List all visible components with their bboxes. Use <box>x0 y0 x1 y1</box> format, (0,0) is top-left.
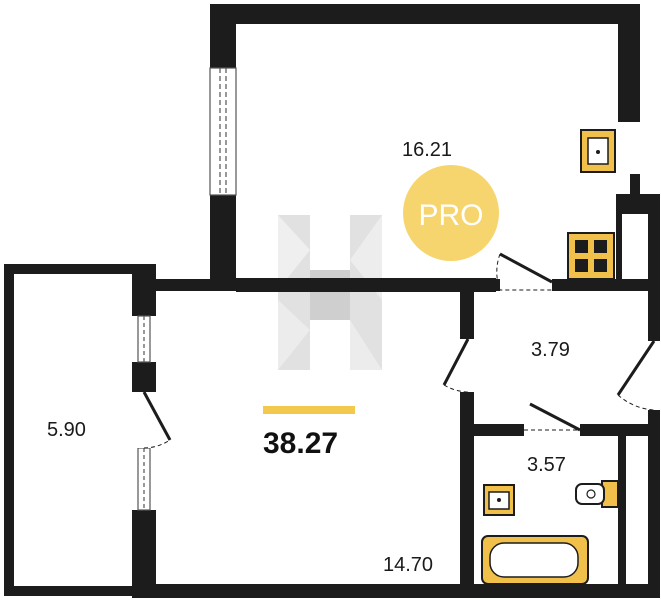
total-area-accent-bar <box>263 406 355 414</box>
room-area-kitchen: 16.21 <box>402 139 452 161</box>
watermark-logo <box>278 215 382 370</box>
door-icon <box>132 252 656 449</box>
toilet-icon <box>575 480 619 508</box>
walls <box>4 4 660 598</box>
bathroom-sink-icon <box>483 484 515 516</box>
room-area-balcony: 5.90 <box>47 419 86 441</box>
window-icon <box>137 67 237 511</box>
kitchen-sink-icon <box>580 129 616 173</box>
room-area-hall: 3.79 <box>531 339 570 361</box>
bathtub-icon <box>481 535 589 585</box>
pro-badge-text: PRO <box>418 199 483 232</box>
room-area-living: 14.70 <box>383 554 433 576</box>
total-area-label: 38.27 <box>263 427 338 460</box>
pro-badge: PRO <box>403 165 499 261</box>
room-area-bathroom: 3.57 <box>527 454 566 476</box>
stove-icon <box>567 232 615 280</box>
